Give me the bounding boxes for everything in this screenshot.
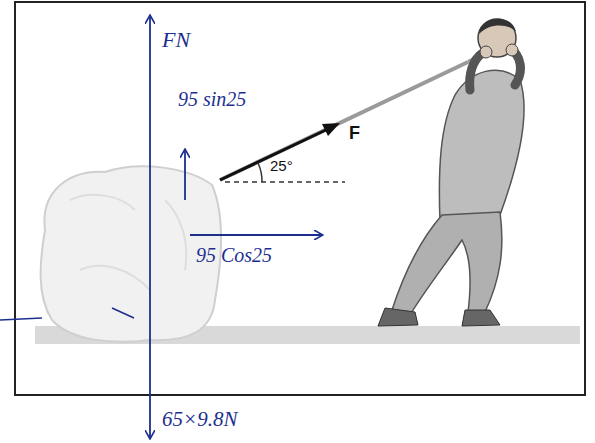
normal-force-arrow bbox=[149, 16, 151, 330]
angle-arc bbox=[258, 163, 262, 182]
weight-label: 65×9.8N bbox=[162, 408, 237, 431]
friction-stroke bbox=[112, 308, 134, 318]
rope bbox=[220, 62, 468, 180]
man-figure bbox=[378, 19, 524, 326]
vertical-component-label: 95 sin25 bbox=[178, 88, 246, 110]
force-label: F bbox=[349, 124, 360, 144]
bale-texture bbox=[70, 195, 186, 290]
horizontal-component-arrow bbox=[190, 234, 322, 236]
arrow-head bbox=[322, 123, 340, 136]
friction-stroke bbox=[0, 318, 42, 320]
horizontal-component-label: 95 Cos25 bbox=[196, 244, 272, 266]
normal-force-label: FN bbox=[162, 28, 190, 52]
bale bbox=[41, 166, 221, 342]
reference-line bbox=[225, 181, 345, 183]
vertical-component-arrow bbox=[184, 150, 186, 200]
force-arrow bbox=[220, 128, 330, 180]
weight-arrow bbox=[149, 330, 151, 438]
angle-label: 25° bbox=[270, 158, 293, 175]
frame bbox=[15, 2, 585, 395]
